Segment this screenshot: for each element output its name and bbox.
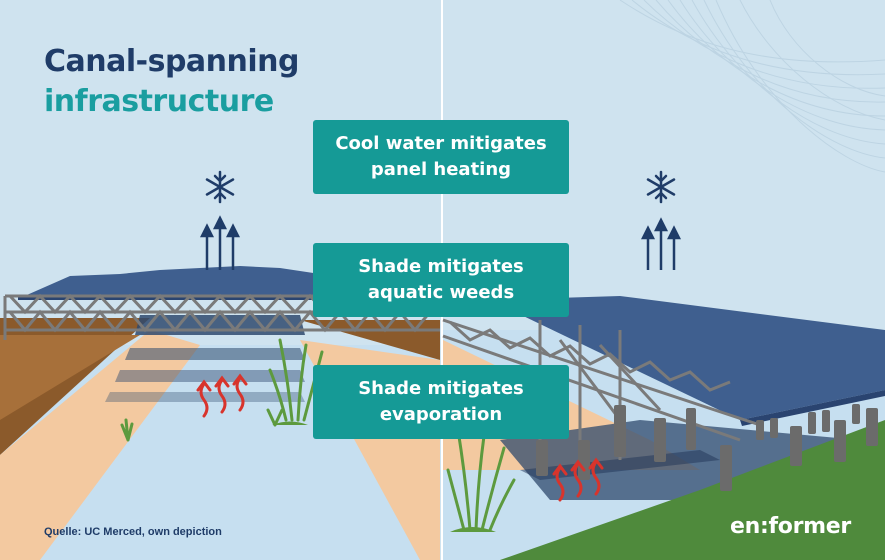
label-evaporation-line-2: evaporation <box>379 404 503 425</box>
decorative-contour-lines <box>619 0 885 173</box>
right-panel-shadow-lines <box>520 450 720 480</box>
title-line-2: infrastructure <box>44 84 274 119</box>
right-reeds <box>446 428 516 532</box>
label-evaporation: Shade mitigates evaporation <box>313 365 569 439</box>
page-title: Canal-spanning infrastructure <box>44 42 300 122</box>
heat-wave-icon <box>196 373 248 418</box>
right-solar-panel <box>490 296 885 420</box>
label-evaporation-line-1: Shade mitigates <box>358 378 524 399</box>
right-bank-grass <box>500 420 885 560</box>
label-cool-water: Cool water mitigates panel heating <box>313 120 569 194</box>
title-line-1: Canal-spanning <box>44 44 300 79</box>
label-aquatic-weeds-line-2: aquatic weeds <box>367 282 515 303</box>
brand-logo: en:former <box>730 514 851 539</box>
right-reed-base <box>450 527 496 532</box>
label-aquatic-weeds-line-1: Shade mitigates <box>358 256 524 277</box>
up-arrow-icon <box>199 215 241 270</box>
left-shadow-band <box>125 348 305 360</box>
left-bank-brown-shade <box>0 335 140 420</box>
left-shadow-band <box>105 392 305 402</box>
left-shadow-band <box>115 370 305 382</box>
right-support-piles <box>536 404 878 491</box>
left-reeds <box>120 338 324 442</box>
source-credit: Quelle: UC Merced, own depiction <box>44 526 222 538</box>
heat-wave-icon <box>552 457 604 502</box>
snowflake-icon <box>205 170 235 204</box>
snowflake-icon <box>646 170 676 204</box>
label-cool-water-line-1: Cool water mitigates <box>335 133 547 154</box>
left-reed-base <box>272 421 308 425</box>
label-aquatic-weeds: Shade mitigates aquatic weeds <box>313 243 569 317</box>
left-solar-panel-roof <box>20 266 350 300</box>
left-bank-sand <box>0 330 200 560</box>
label-cool-water-line-2: panel heating <box>370 159 512 180</box>
up-arrow-icon <box>640 217 682 270</box>
right-solar-panel-edge <box>740 390 885 426</box>
left-shadow-band <box>135 315 305 335</box>
